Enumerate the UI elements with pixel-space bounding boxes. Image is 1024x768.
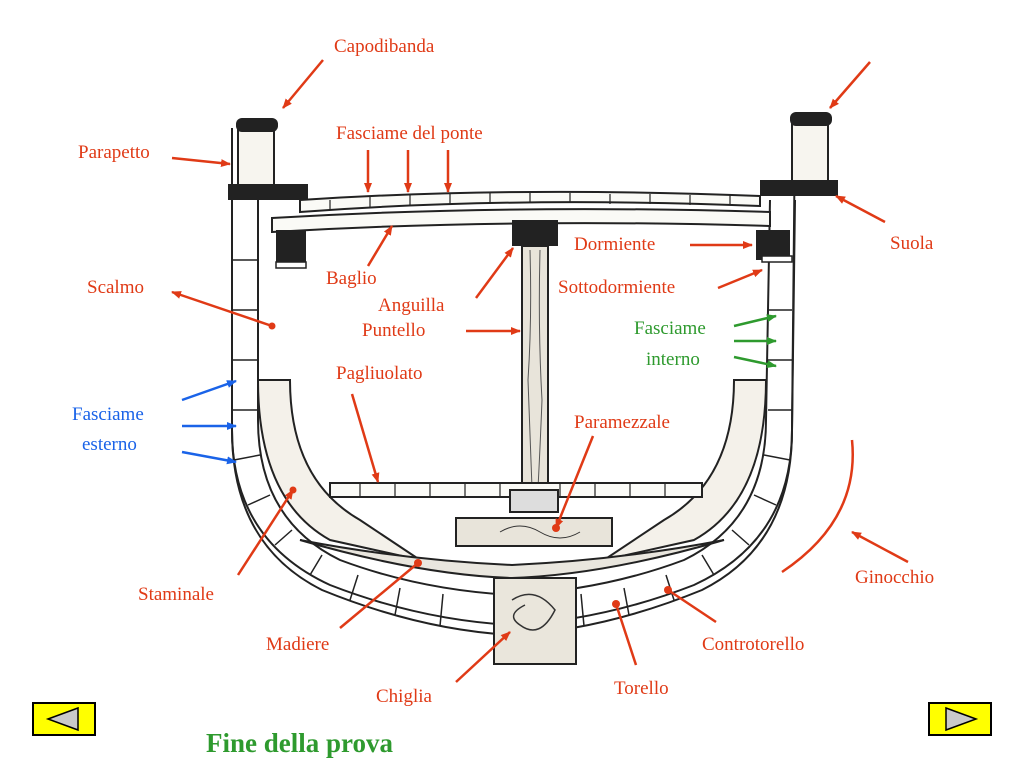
arrow-esterno-1 xyxy=(181,379,237,402)
label-anguilla: Anguilla xyxy=(378,295,445,316)
label-sottodormiente: Sottodormiente xyxy=(558,277,676,298)
chiglia xyxy=(493,577,577,665)
arrow-parapetto xyxy=(171,156,231,168)
label-fasciame-interno-1: Fasciame xyxy=(634,318,706,339)
arrow-staminale xyxy=(236,489,295,576)
ginocchio-arc xyxy=(781,439,854,574)
label-puntello: Puntello xyxy=(362,320,426,341)
label-suola: Suola xyxy=(890,233,934,254)
madiere xyxy=(299,539,725,580)
triangle-left-icon xyxy=(45,706,79,732)
label-fasciame-esterno-1: Fasciame xyxy=(72,404,144,425)
arrow-pagliuolato xyxy=(350,393,380,483)
label-fasciame-esterno-2: esterno xyxy=(82,434,137,455)
arrow-suola xyxy=(835,194,886,224)
arrow-chiglia xyxy=(455,631,511,683)
parapet-right xyxy=(791,121,829,183)
sottodormiente-left xyxy=(275,261,307,269)
cap-right xyxy=(790,112,832,126)
arrow-capodibanda-right xyxy=(829,61,871,109)
dormiente-right xyxy=(756,230,790,260)
label-staminale: Staminale xyxy=(138,584,214,605)
label-dormiente: Dormiente xyxy=(574,234,656,255)
label-parapetto: Parapetto xyxy=(78,142,150,163)
arrow-anguilla xyxy=(474,247,515,299)
arrow-torello xyxy=(614,603,638,666)
puntello-pillar xyxy=(521,245,549,491)
blue-arrows xyxy=(181,379,237,465)
arrow-baglio xyxy=(366,225,394,267)
dormiente-left xyxy=(276,230,306,264)
anguilla-block xyxy=(512,220,558,246)
arrow-madiere xyxy=(339,562,419,629)
dormiente-blocks xyxy=(276,230,790,264)
arrow-capodibanda-left xyxy=(282,59,324,109)
suola-left xyxy=(228,184,308,200)
arrow-ginocchio xyxy=(851,530,909,564)
arrow-interno-3 xyxy=(733,355,777,369)
paramezzale xyxy=(455,517,613,547)
arrow-controtorello xyxy=(667,588,717,624)
sottodormiente-blocks xyxy=(275,255,793,269)
label-torello: Torello xyxy=(614,678,669,699)
label-paramezzale: Paramezzale xyxy=(574,412,670,433)
label-baglio: Baglio xyxy=(326,268,377,289)
suola-blocks xyxy=(228,180,838,200)
staminale-left xyxy=(256,379,421,561)
cap-left xyxy=(236,118,278,132)
red-dots xyxy=(268,322,672,608)
footer-title: Fine della prova xyxy=(206,728,394,758)
arrow-scalmo-out xyxy=(171,290,273,328)
green-arrows xyxy=(733,314,777,369)
arrow-esterno-3 xyxy=(181,450,237,465)
red-arrows xyxy=(171,59,909,683)
arrow-sottodormiente xyxy=(717,268,763,290)
label-scalmo: Scalmo xyxy=(87,277,144,298)
label-ginocchio: Ginocchio xyxy=(855,567,935,588)
staminale-right xyxy=(603,379,768,561)
sottodormiente-right xyxy=(761,255,793,263)
label-pagliuolato: Pagliuolato xyxy=(336,363,423,384)
chiglia-grain xyxy=(511,593,556,631)
prev-slide-button[interactable] xyxy=(32,702,96,736)
triangle-right-icon xyxy=(945,706,979,732)
label-controtorello: Controtorello xyxy=(702,634,805,655)
suola-right xyxy=(760,180,838,196)
next-slide-button[interactable] xyxy=(928,702,992,736)
capodibanda-caps xyxy=(236,112,832,132)
label-madiere: Madiere xyxy=(266,634,330,655)
paramezzale-top xyxy=(509,489,559,513)
parapets xyxy=(237,121,829,199)
label-fasciame-ponte: Fasciame del ponte xyxy=(336,123,483,144)
label-chiglia: Chiglia xyxy=(376,686,432,707)
hull-structure xyxy=(231,124,796,637)
arrow-interno-1 xyxy=(733,314,777,328)
puntello-grain xyxy=(527,249,543,489)
label-capodibanda: Capodibanda xyxy=(334,36,435,57)
label-fasciame-interno-2: interno xyxy=(646,349,700,370)
arrow-paramezzale xyxy=(554,435,595,529)
paramezzale-grain xyxy=(499,525,581,539)
